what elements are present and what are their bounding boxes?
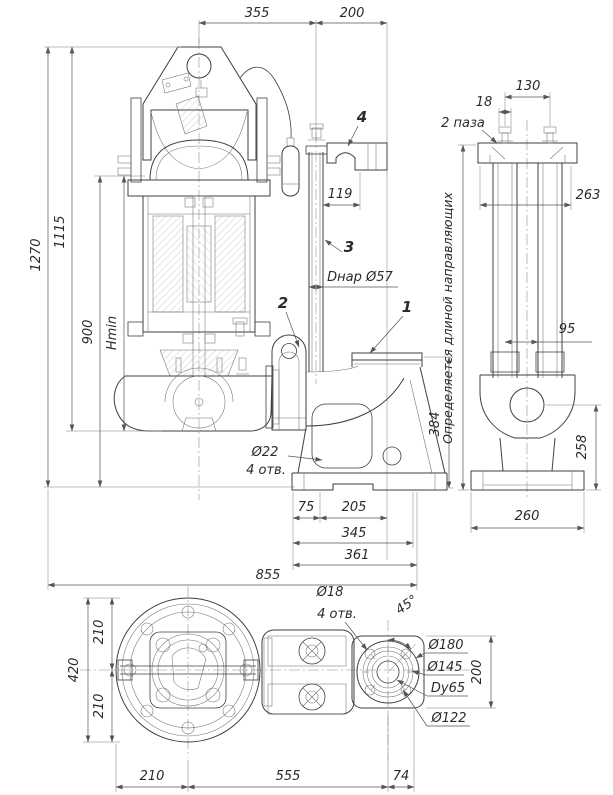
dim-200-top: 200 [340, 6, 365, 21]
callout-3: 3 [344, 238, 354, 256]
pedestal-base [291, 352, 448, 491]
dim-74: 74 [393, 769, 410, 784]
bottom-plan-view [115, 597, 425, 743]
pedestal-plan [261, 629, 355, 715]
side-view-dimensions: 130 18 2 паза 263 95 258 260 Определяетс… [440, 79, 601, 533]
callout-2: 2 [278, 294, 288, 312]
seal-housing [159, 349, 239, 377]
label-bolt-dia: Ø18 [316, 585, 344, 600]
stator-left [152, 215, 184, 313]
dim-263: 263 [576, 188, 601, 203]
lower-bracket [470, 374, 585, 491]
guide-claw [232, 317, 307, 431]
dim-900: 900 [81, 320, 96, 345]
label-holes-dia: Ø22 [251, 445, 279, 460]
volute-casing [113, 365, 280, 432]
label-bore: Dу65 [431, 681, 465, 696]
main-view-dimensions: 355 200 1270 1115 900 Hmin 119 Dнар Ø57 … [29, 6, 453, 590]
bracket-bolt [308, 123, 325, 141]
dim-hmin: Hmin [105, 316, 120, 350]
dim-855: 855 [256, 568, 281, 583]
dim-75: 75 [298, 500, 315, 515]
rotor [186, 225, 212, 303]
dim-210-left: 210 [140, 769, 165, 784]
dim-420: 420 [67, 658, 82, 683]
label-spigot: Ø122 [430, 711, 466, 726]
note-guide-length: Определяется длиной направляющих [440, 192, 455, 444]
motor-body [127, 179, 271, 377]
label-bolt-circle: Ø145 [426, 660, 462, 675]
dim-384: 384 [428, 412, 443, 437]
pedestal-side-hole [382, 446, 402, 466]
pump-lifting-bracket [142, 46, 257, 170]
dim-18: 18 [476, 95, 493, 110]
upper-guide-bracket [308, 123, 388, 171]
dim-200-flange: 200 [470, 660, 485, 685]
dim-119: 119 [328, 187, 353, 202]
label-pipe-od: Dнар Ø57 [327, 270, 393, 285]
callout-4: 4 [356, 108, 367, 126]
wall-bracket [477, 142, 578, 164]
guide-tube [305, 145, 328, 372]
main-elevation-view [113, 46, 448, 491]
dim-361: 361 [345, 548, 370, 563]
label-2-slots: 2 паза [441, 116, 485, 131]
label-flange-od: Ø180 [427, 638, 463, 653]
dim-345: 345 [342, 526, 367, 541]
power-cable [239, 66, 292, 139]
dim-95: 95 [559, 322, 576, 337]
dim-130: 130 [516, 79, 541, 94]
bottom-view-dimensions: Ø18 4 отв. 45° Ø180 Ø145 Dу65 Ø122 200 4… [67, 585, 496, 792]
bracket-bolts [497, 126, 558, 144]
pump-plan [115, 597, 261, 743]
dim-1270: 1270 [29, 238, 44, 271]
motor-cap [149, 139, 249, 181]
dim-260: 260 [515, 509, 540, 524]
stator-right [214, 215, 246, 313]
dim-210-bottom: 210 [92, 694, 107, 719]
pedestal-opening [311, 403, 373, 469]
bolt-holes-ring [123, 605, 253, 735]
dim-210-top: 210 [92, 620, 107, 645]
dim-555: 555 [276, 769, 301, 784]
callout-1: 1 [402, 298, 412, 316]
cable-gland [175, 80, 208, 135]
dim-205: 205 [342, 500, 367, 515]
dim-258: 258 [575, 435, 590, 460]
label-holes-count: 4 отв. [246, 463, 286, 478]
label-bolt-count: 4 отв. [317, 607, 357, 622]
dim-355: 355 [245, 6, 270, 21]
dim-1115: 1115 [53, 215, 68, 248]
pump-side-rails [117, 97, 281, 183]
float-switch [281, 137, 300, 197]
